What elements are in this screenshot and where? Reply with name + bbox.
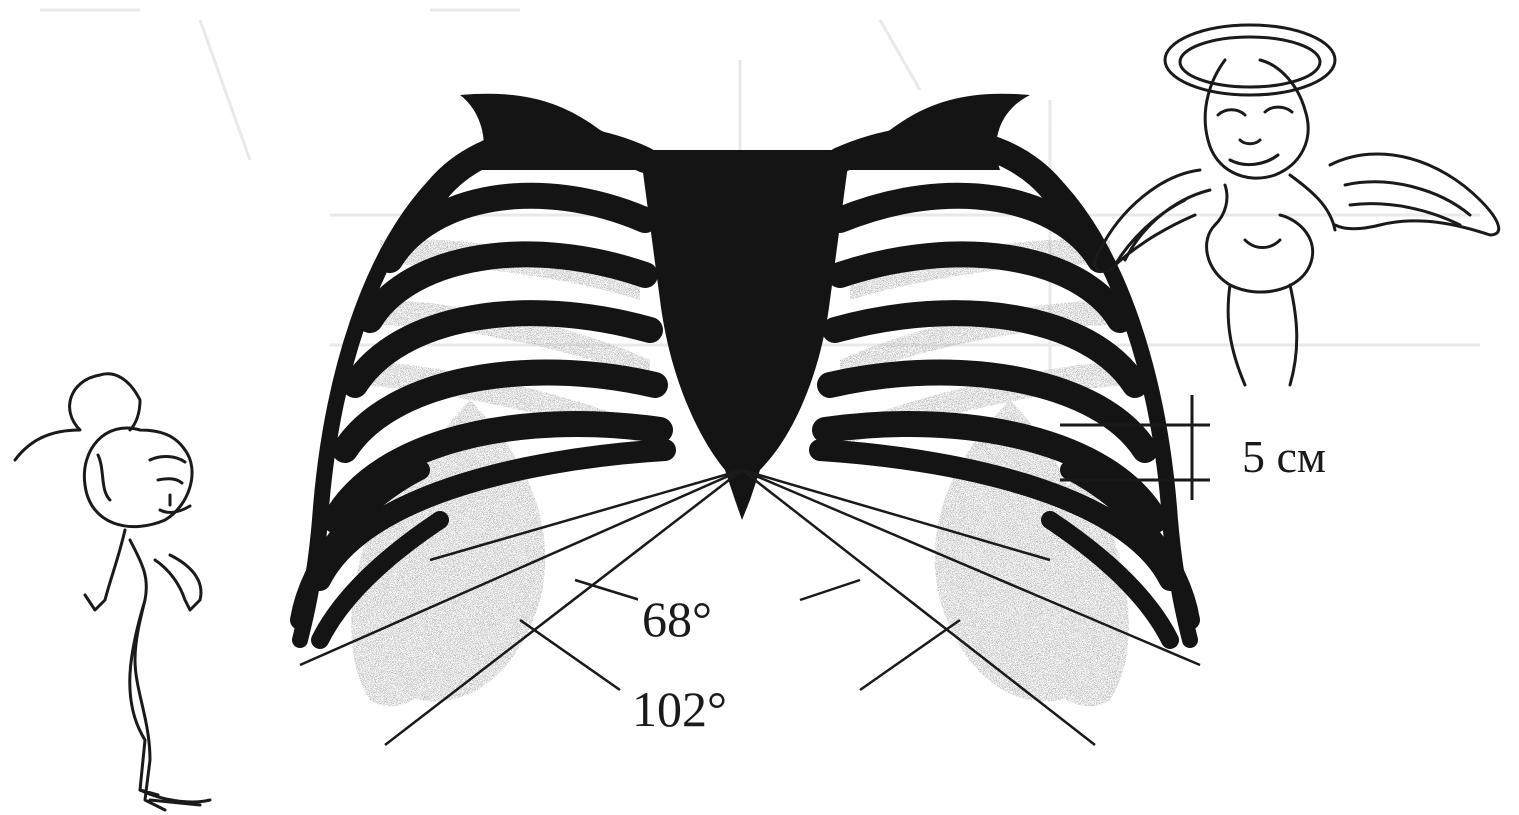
measure-label: 5 см	[1242, 430, 1326, 483]
angle-102-label: 102°	[628, 680, 731, 738]
sternum	[640, 150, 850, 520]
leader-102-right	[860, 620, 960, 690]
angle-68-label: 68°	[638, 590, 716, 648]
angel-figure	[1095, 25, 1499, 385]
leader-102-left	[520, 620, 620, 690]
girl-figure	[15, 374, 210, 810]
leader-68-right	[800, 580, 860, 600]
